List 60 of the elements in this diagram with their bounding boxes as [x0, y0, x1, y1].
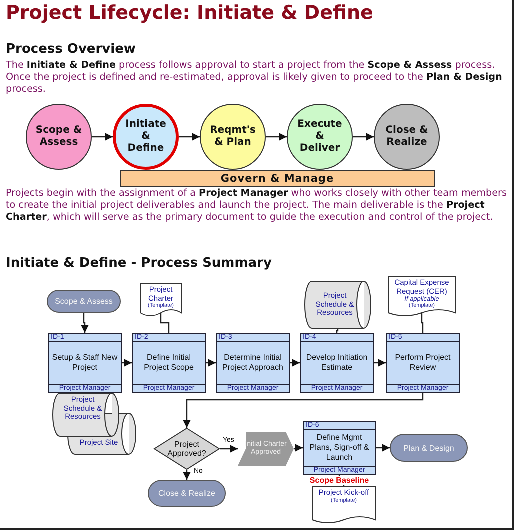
arrow: [220, 445, 238, 453]
phase-label: Execute & Deliver: [296, 119, 344, 155]
annotation-text: Scope Baseline: [310, 476, 370, 485]
connector-line: [160, 313, 170, 333]
arrow: [353, 133, 374, 141]
arrow: [374, 359, 386, 367]
arrow: [122, 359, 132, 367]
step-text: Setup & Staff New Project: [51, 353, 119, 373]
document-shape: [140, 283, 182, 319]
arrow: [183, 470, 191, 480]
process-box: [300, 333, 374, 393]
terminator-label: Scope & Assess: [55, 297, 113, 306]
terminator-label: Close & Realize: [158, 489, 216, 498]
phase-circle: [287, 104, 353, 170]
arrow: [81, 313, 89, 333]
phase-circle: [26, 104, 92, 170]
document-shape: [312, 486, 376, 526]
arrow: [92, 133, 113, 141]
database-cylinder: [52, 393, 120, 437]
paragraph-text: Projects begin with the assignment of a Project Manager who works closely with other team members to create the initial project deliverables and launch the project. The main deliverable is the Project Charter, which will serve as the primary document to guide the execution and control of the project.: [6, 188, 508, 225]
process-box: [386, 333, 460, 393]
step-text: Define Mgmt Plans, Sign-off & Launch: [308, 433, 370, 463]
arrow: [376, 444, 390, 452]
database-cylinder: [304, 281, 372, 329]
milestone-shape: [238, 432, 294, 466]
process-box: [216, 333, 290, 393]
phase-circle: [200, 104, 266, 170]
terminator-shape: [148, 480, 226, 507]
arrow: [183, 393, 424, 428]
decision-diamond: [154, 428, 220, 470]
phase-label: Close & Realize: [384, 125, 430, 149]
page-title: Project Lifecycle: Initiate & Define: [6, 2, 374, 24]
governance-bar: [120, 170, 435, 187]
decision-label: Project Approved?: [166, 440, 208, 458]
arrow: [179, 133, 200, 141]
bar-label: Govern & Manage: [220, 172, 334, 184]
phase-label: Scope & Assess: [35, 125, 83, 149]
terminator-shape: [390, 434, 468, 462]
arrow: [266, 133, 287, 141]
phase-circle: [113, 104, 179, 170]
step-text: Define Initial Project Scope: [143, 353, 195, 373]
process-box: [48, 333, 122, 393]
connector-line: [421, 313, 424, 333]
arrow: [290, 359, 300, 367]
document-shape: [388, 276, 456, 319]
section-heading: Initiate & Define - Process Summary: [6, 256, 273, 271]
step-text: Develop Initiation Estimate: [305, 353, 369, 373]
phase-label: Reqmt's & Plan: [209, 125, 257, 149]
step-text: Determine Initial Project Approach: [222, 353, 284, 373]
terminator-shape: [47, 290, 121, 313]
step-text: Perform Project Review: [394, 353, 452, 373]
process-box: [132, 333, 206, 393]
section-heading: Process Overview: [6, 42, 137, 57]
phase-label: Initiate & Define: [124, 119, 168, 155]
phase-circle: [374, 104, 440, 170]
paragraph-text: The Initiate & Define process follows approval to start a project from the Scope & Assess process. Once the project is defined and re-estimated, approval is likely given to proceed to the Plan & Design process.: [6, 60, 504, 97]
arrow: [206, 359, 216, 367]
terminator-label: Plan & Design: [404, 444, 454, 452]
process-box: [303, 421, 376, 475]
arrow: [294, 444, 303, 452]
